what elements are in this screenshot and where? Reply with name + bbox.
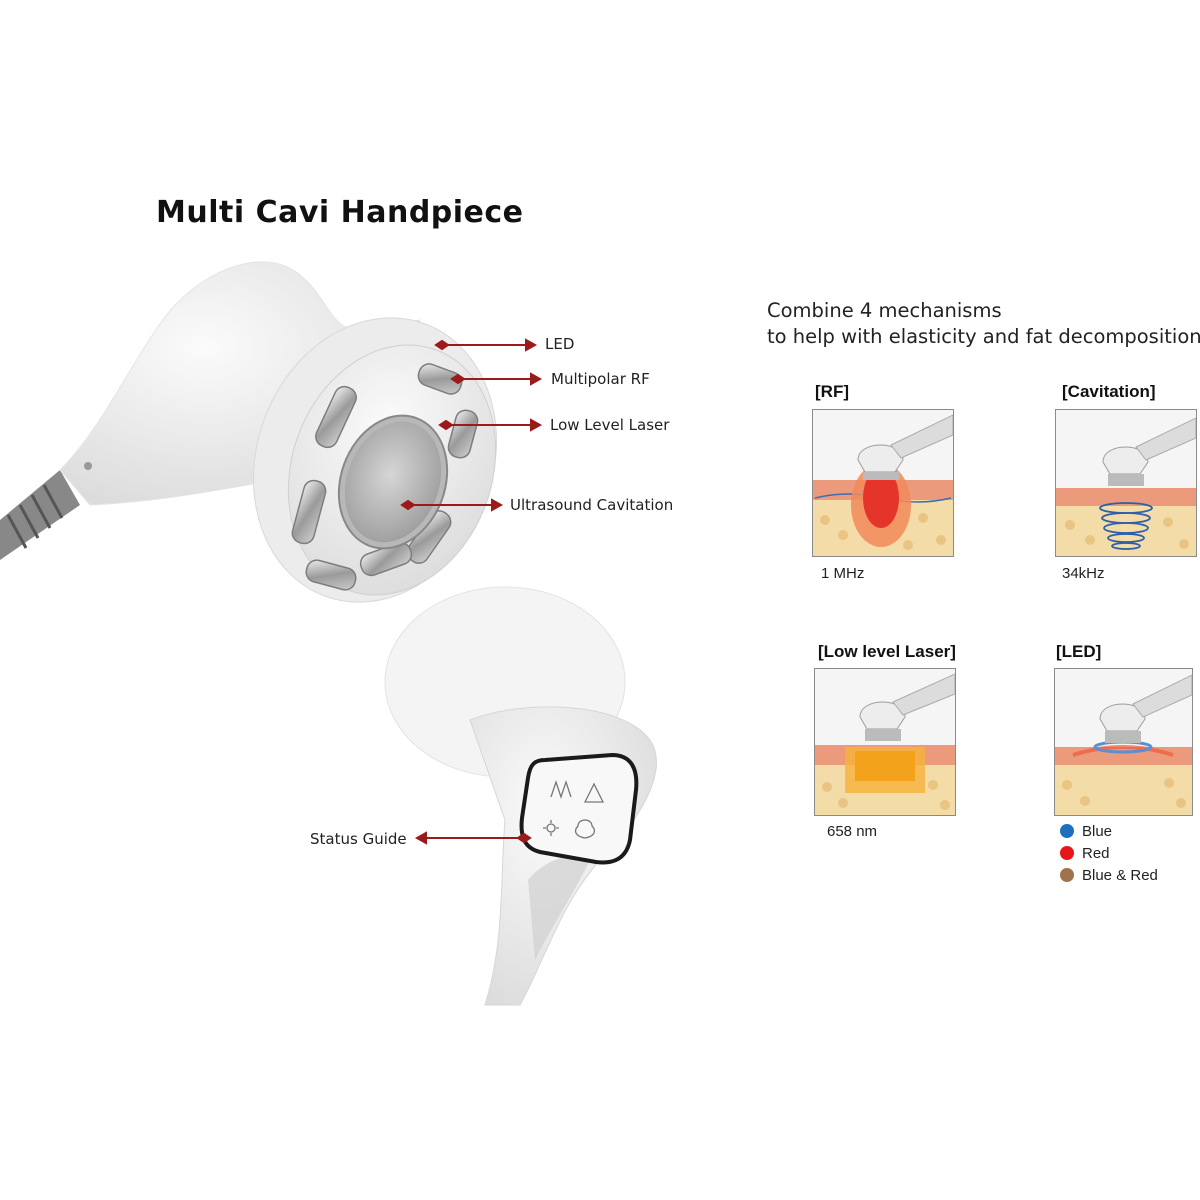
legend-label: Blue & Red [1082,867,1158,884]
legend-label: Blue [1082,823,1113,840]
rf-frequency: 1 MHz [821,565,865,582]
led-status-icon [546,823,556,833]
intro-line-2: to help with elasticity and fat decompos… [767,325,1200,348]
cavitation-waves [1099,502,1153,550]
legend-item-red: Red [1060,845,1110,862]
cavitation-frequency: 34kHz [1062,565,1105,582]
callout-status-guide: Status Guide [310,830,407,848]
mechanism-title-rf: [RF] [815,382,849,401]
laser-wavelength: 658 nm [827,823,878,840]
callout-arrows [400,338,543,845]
legend-dot-blue [1060,824,1074,838]
laser-panel [814,668,956,816]
callout-low-level-laser: Low Level Laser [550,416,670,434]
status-panel [519,752,639,865]
mechanism-title-cavitation: [Cavitation] [1062,382,1156,401]
handpiece-head [253,317,497,603]
rf-status-icon [550,779,572,800]
callout-led: LED [545,335,575,353]
legend-label: Red [1082,845,1110,862]
cavitation-status-icon [574,819,596,839]
rf-panel [812,409,954,557]
callout-multipolar-rf: Multipolar RF [551,370,650,388]
cavitation-panel [1055,409,1197,557]
legend-dot-blue-red [1060,868,1074,882]
cable [0,470,80,560]
mechanisms-intro: Combine 4 mechanisms to help with elasti… [767,298,1200,350]
legend-item-blue-red: Blue & Red [1060,867,1158,884]
laser-status-icon [583,782,605,803]
handpiece-back [384,586,657,1006]
mechanism-title-led: [LED] [1056,642,1102,661]
mechanism-title-laser: [Low level Laser] [818,642,956,661]
callout-ultrasound-cavitation: Ultrasound Cavitation [510,496,674,514]
intro-line-1: Combine 4 mechanisms [767,299,1002,322]
led-panel [1054,668,1193,816]
legend-dot-red [1060,846,1074,860]
legend-item-blue: Blue [1060,823,1112,840]
page-title: Multi Cavi Handpiece [156,195,524,230]
